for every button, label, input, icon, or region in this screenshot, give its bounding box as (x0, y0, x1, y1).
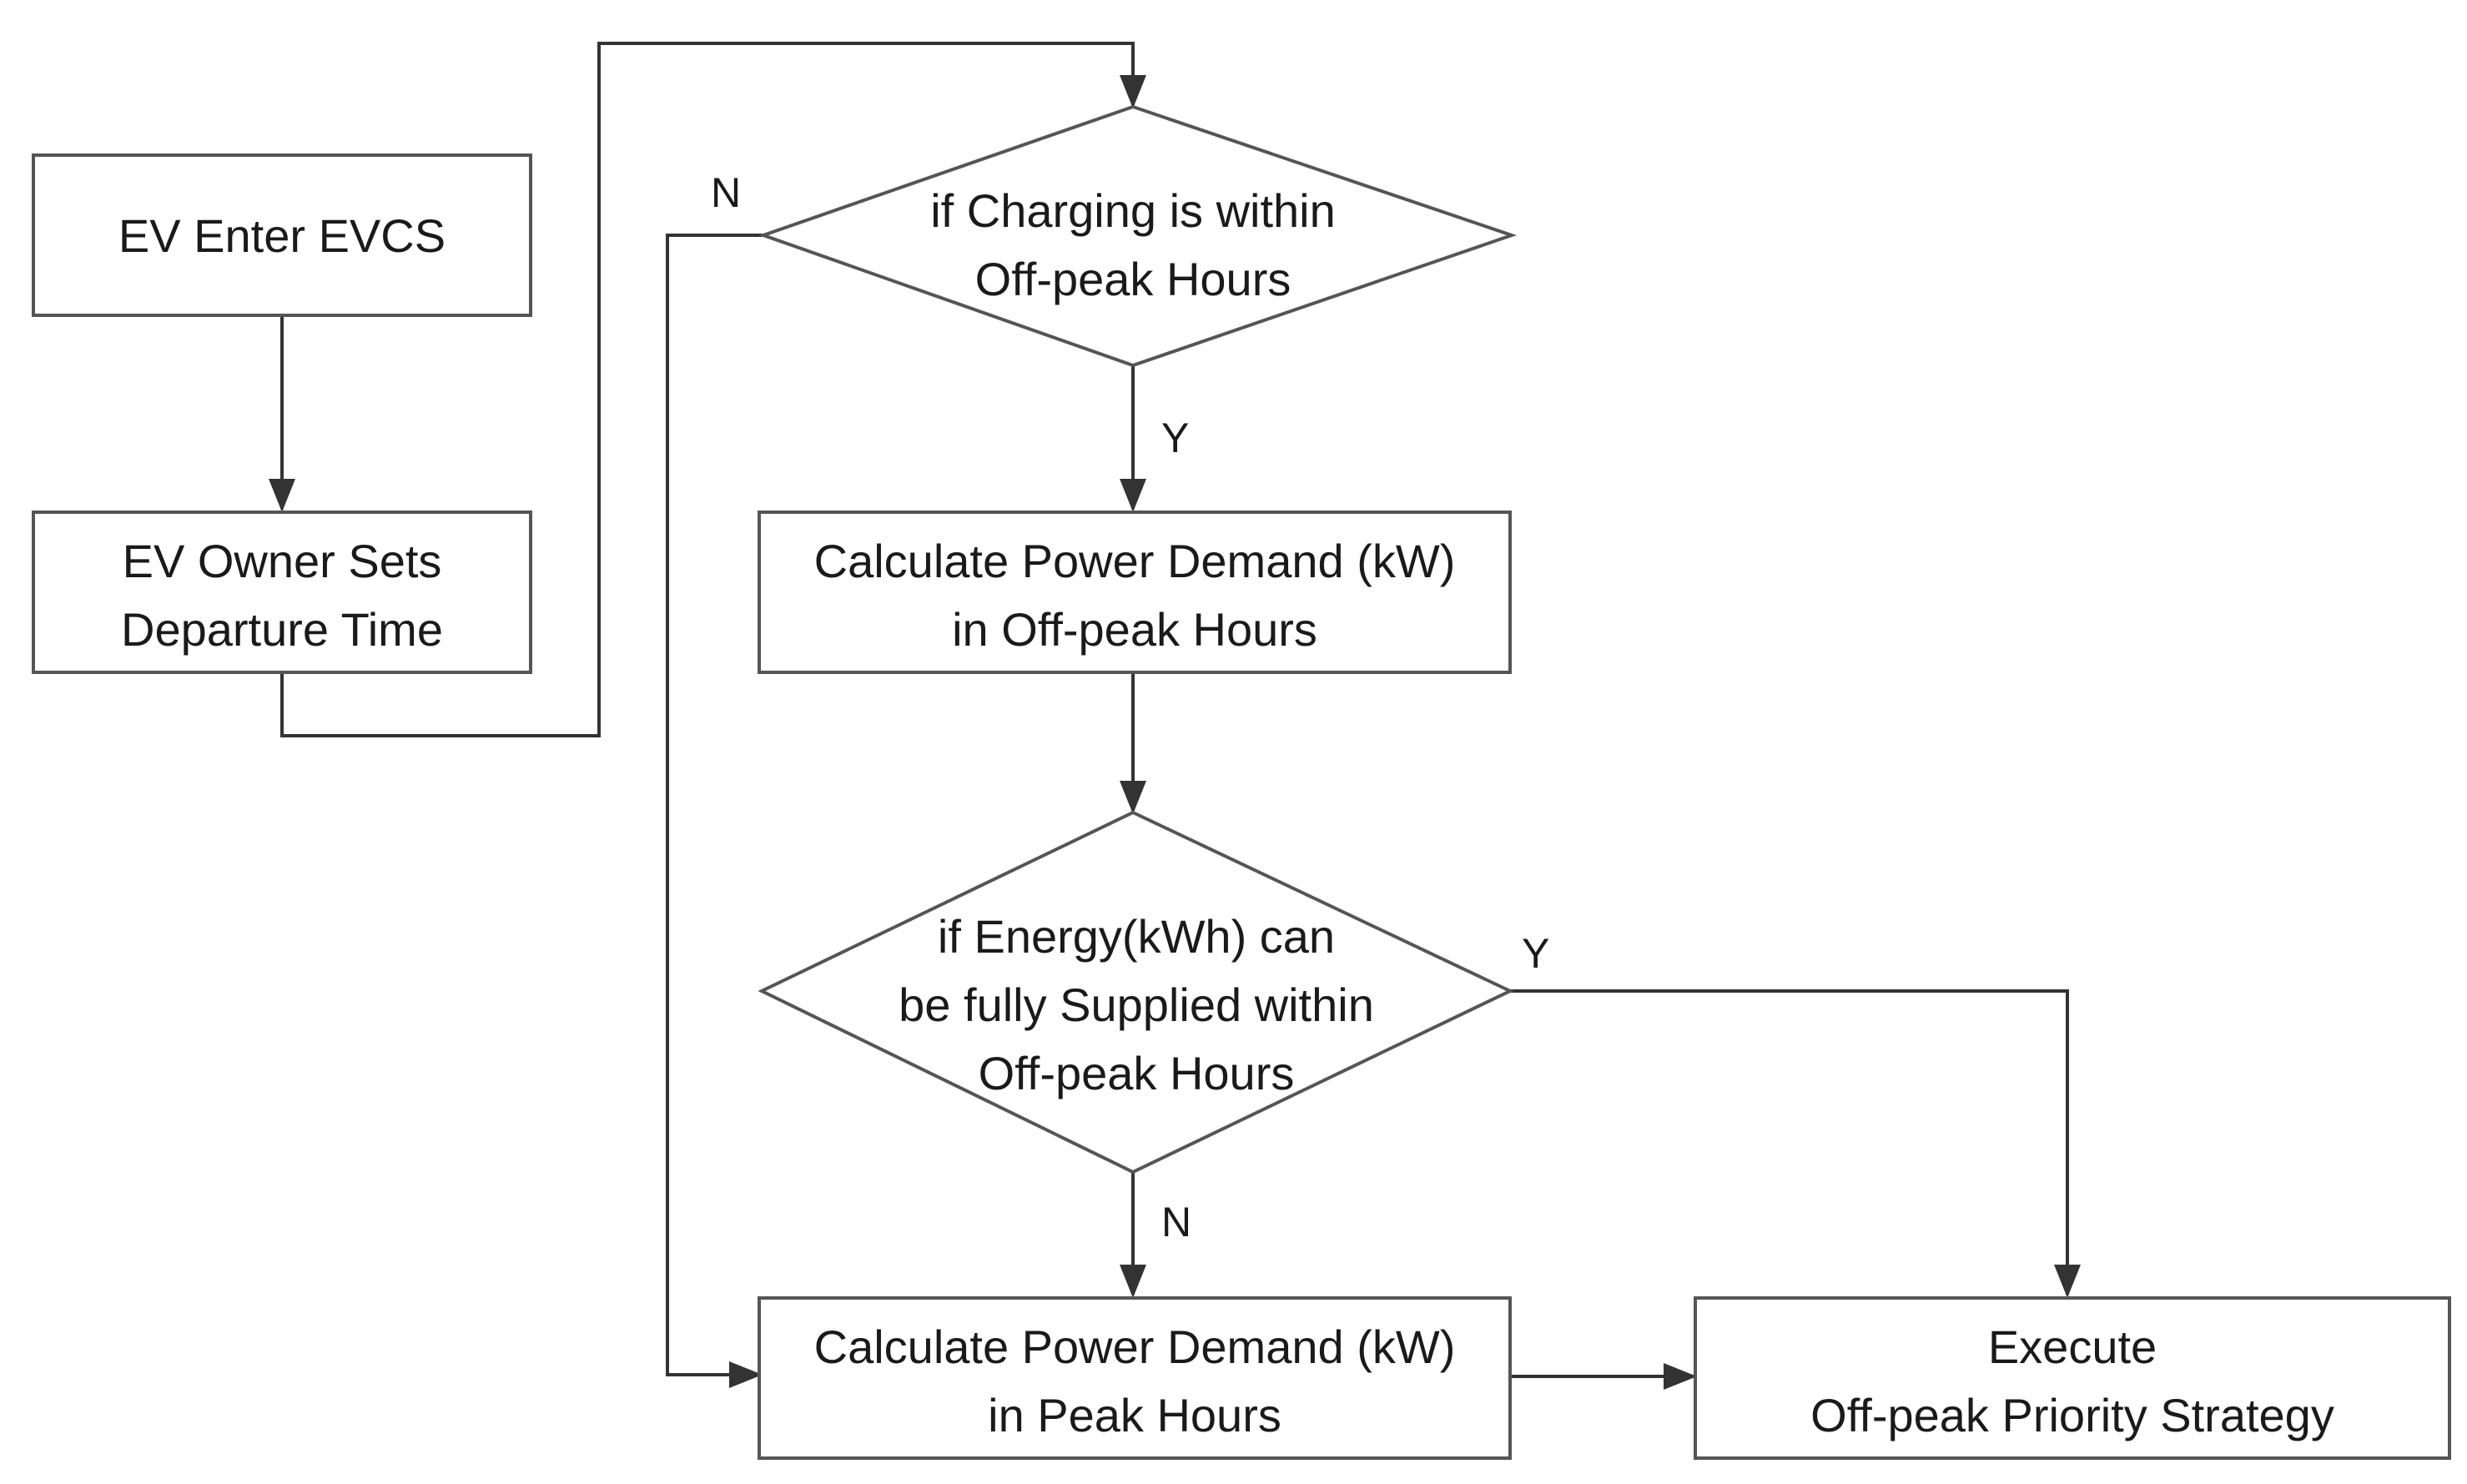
decision-energy-supply: if Energy(kWh) can be fully Supplied wit… (758, 810, 1514, 1175)
decision-energy-line1: if Energy(kWh) can (938, 910, 1335, 963)
decision-offpeak-line2: Off-peak Hours (975, 253, 1291, 305)
node-owner-sets-line2: Departure Time (121, 603, 443, 656)
connector-offpeak-no (666, 234, 763, 1388)
branch-label-offpeak-yes: Y (1161, 415, 1189, 461)
node-calc-offpeak-line2: in Off-peak Hours (952, 603, 1317, 656)
node-ev-enter-label: EV Enter EVCS (118, 209, 446, 262)
connector-energy-yes (1510, 989, 2081, 1298)
decision-energy-line2: be fully Supplied within (899, 978, 1374, 1031)
node-calc-peak-demand: Calculate Power Demand (kW) in Peak Hour… (758, 1296, 1512, 1460)
node-calc-offpeak-line1: Calculate Power Demand (kW) (814, 535, 1456, 587)
node-execute-line2: Off-peak Priority Strategy (1810, 1389, 2334, 1441)
decision-energy-line3: Off-peak Hours (979, 1047, 1295, 1099)
node-calc-peak-line2: in Peak Hours (988, 1389, 1281, 1441)
node-execute-line1: Execute (1988, 1321, 2157, 1373)
node-execute-strategy: Execute Off-peak Priority Strategy (1694, 1296, 2451, 1460)
decision-offpeak-window: if Charging is within Off-peak Hours (758, 104, 1518, 368)
branch-label-energy-yes: Y (1522, 930, 1549, 977)
branch-label-offpeak-no: N (711, 169, 741, 216)
node-owner-sets-line1: EV Owner Sets (123, 535, 442, 587)
branch-label-energy-no: N (1161, 1199, 1191, 1245)
decision-offpeak-line1: if Charging is within (930, 184, 1336, 237)
node-calc-offpeak-demand: Calculate Power Demand (kW) in Off-peak … (758, 511, 1512, 674)
node-calc-peak-line1: Calculate Power Demand (kW) (814, 1321, 1456, 1373)
connector-owner-to-decision (280, 42, 1146, 737)
node-ev-enter: EV Enter EVCS (32, 153, 532, 317)
node-owner-sets-departure: EV Owner Sets Departure Time (32, 511, 532, 674)
